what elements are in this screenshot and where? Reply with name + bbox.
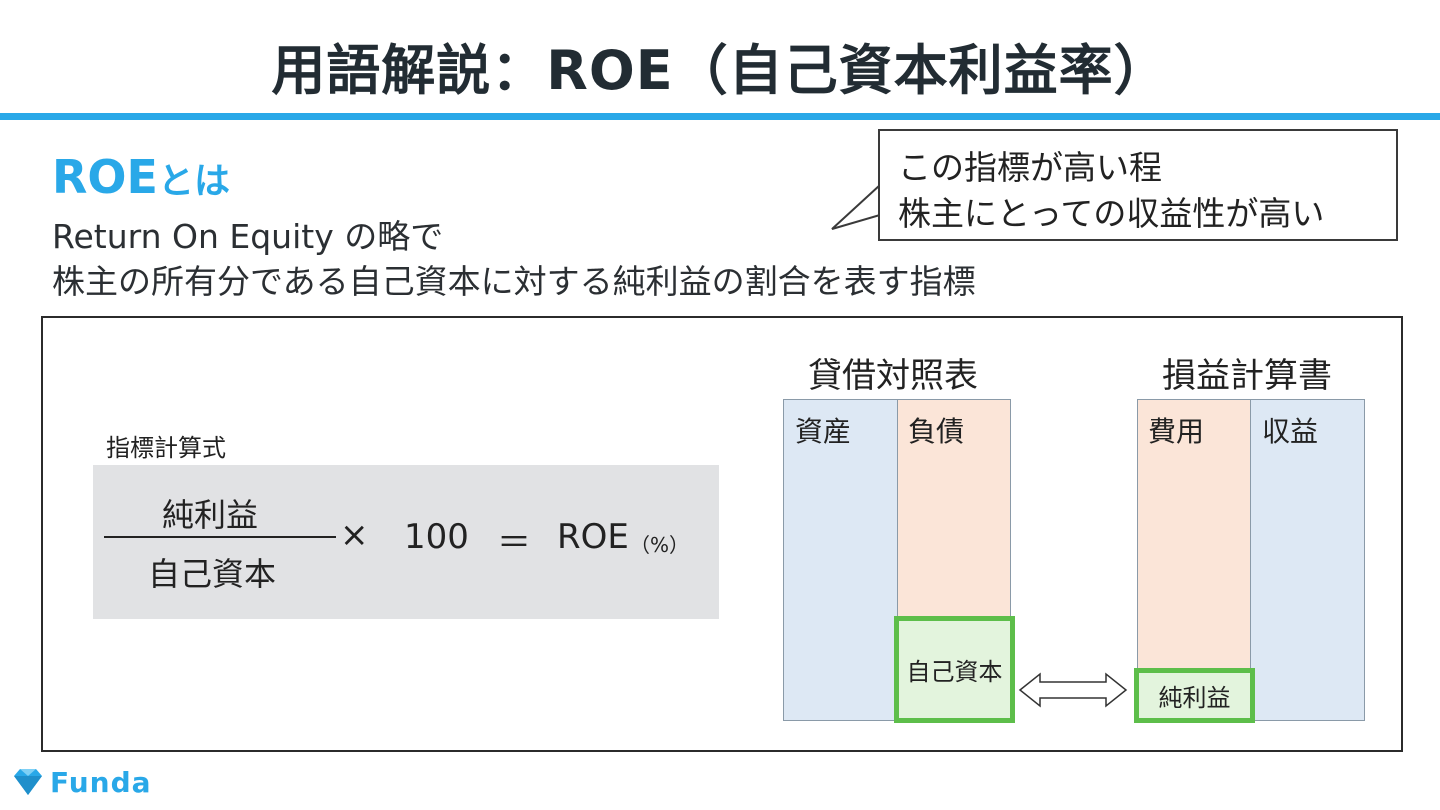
- formula-label: 指標計算式: [106, 434, 226, 462]
- callout-line-1: この指標が高い程: [898, 148, 1162, 187]
- fraction-line: [104, 536, 336, 538]
- formula-equals-sign: ＝: [497, 523, 531, 563]
- formula-denominator: 自己資本: [148, 555, 277, 593]
- formula-times-sign: ×: [340, 515, 369, 555]
- roe-heading-suffix: とは: [157, 161, 230, 202]
- diamond-logo-icon: [14, 769, 42, 795]
- assets-column: [783, 399, 899, 721]
- callout-box: この指標が高い程 株主にとっての収益性が高い: [878, 129, 1398, 241]
- funda-logo: Funda: [12, 764, 152, 800]
- roe-heading: ROEとは: [52, 150, 230, 204]
- income-statement-title: 損益計算書: [1162, 356, 1332, 396]
- equity-label: 自己資本: [906, 658, 1003, 686]
- net-income-label: 純利益: [1158, 684, 1231, 712]
- formula-unit: （%）: [630, 533, 690, 557]
- formula-result: ROE: [557, 517, 629, 557]
- callout-tail: [831, 185, 882, 230]
- roe-heading-main: ROE: [52, 150, 158, 204]
- expenses-label: 費用: [1148, 415, 1205, 448]
- brand-name: Funda: [50, 765, 152, 799]
- revenue-column: [1250, 399, 1365, 721]
- formula-multiplier: 100: [404, 517, 469, 557]
- revenue-label: 収益: [1262, 415, 1319, 448]
- callout-line-2: 株主にとっての収益性が高い: [898, 194, 1325, 233]
- description-line-2: 株主の所有分である自己資本に対する純利益の割合を表す指標: [52, 262, 976, 301]
- double-arrow-icon: [1018, 672, 1128, 708]
- net-income-box: 純利益: [1134, 668, 1255, 723]
- liabilities-label: 負債: [908, 415, 965, 448]
- assets-label: 資産: [795, 415, 852, 448]
- formula-numerator: 純利益: [162, 496, 259, 534]
- formula-box: [93, 465, 719, 619]
- page-title: 用語解説：ROE（自己資本利益率）: [271, 39, 1169, 102]
- description-line-1: Return On Equity の略で: [52, 217, 444, 256]
- diagram-panel: [41, 316, 1403, 752]
- equity-box: 自己資本: [894, 616, 1015, 723]
- title-divider: [0, 113, 1440, 120]
- balance-sheet-title: 貸借対照表: [808, 356, 978, 396]
